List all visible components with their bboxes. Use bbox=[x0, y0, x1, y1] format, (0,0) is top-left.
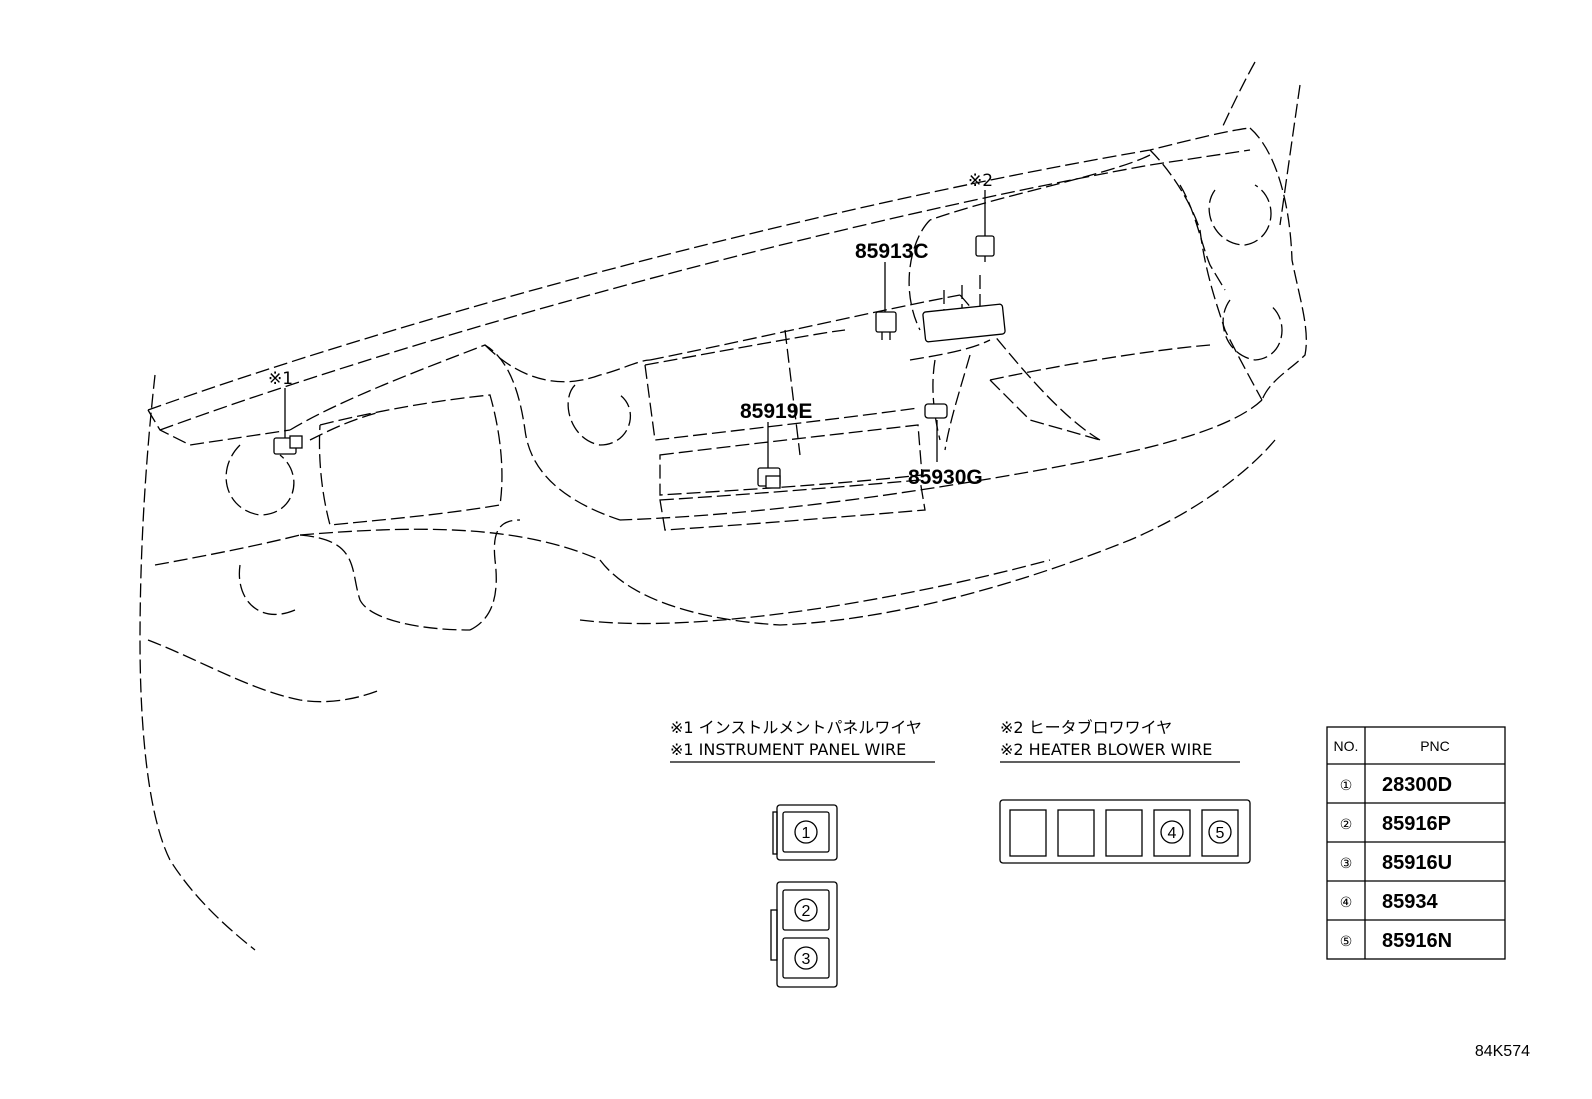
svg-text:85916N: 85916N bbox=[1382, 930, 1452, 952]
note2-jp: ※2 ヒータブロワワイヤ bbox=[1000, 718, 1172, 737]
relay-block-left-2: 2 3 bbox=[770, 881, 838, 988]
svg-text:①: ① bbox=[1340, 778, 1353, 794]
svg-text:④: ④ bbox=[1340, 895, 1353, 911]
relay-block-right: 4 5 bbox=[999, 799, 1251, 864]
svg-text:②: ② bbox=[1340, 817, 1353, 833]
part-85913C: 85913C bbox=[855, 240, 929, 340]
note1-en: ※1 INSTRUMENT PANEL WIRE bbox=[670, 740, 906, 759]
table-row: ④ 85934 bbox=[1340, 891, 1439, 913]
table-header-pnc: PNC bbox=[1420, 738, 1450, 754]
svg-text:28300D: 28300D bbox=[1382, 774, 1452, 796]
svg-text:85934: 85934 bbox=[1382, 891, 1438, 913]
svg-text:3: 3 bbox=[802, 951, 811, 968]
table-header-no: NO. bbox=[1334, 738, 1359, 754]
svg-text:85916P: 85916P bbox=[1382, 813, 1451, 835]
instrument-panel-outline bbox=[139, 61, 1307, 951]
svg-text:2: 2 bbox=[802, 903, 811, 920]
svg-text:4: 4 bbox=[1168, 825, 1177, 842]
label-85919E: 85919E bbox=[740, 400, 812, 423]
svg-text:⑤: ⑤ bbox=[1340, 934, 1353, 950]
part-85930G: 85930G bbox=[908, 403, 983, 489]
table-row: ① 28300D bbox=[1340, 774, 1452, 796]
svg-text:85916U: 85916U bbox=[1382, 852, 1452, 874]
relay-block-left-1: 1 bbox=[772, 804, 838, 861]
table-row: ⑤ 85916N bbox=[1340, 930, 1452, 952]
label-85930G: 85930G bbox=[908, 466, 983, 489]
part-85919E: 85919E bbox=[740, 400, 812, 489]
label-85913C: 85913C bbox=[855, 240, 929, 263]
label-mark-1: ※1 bbox=[268, 369, 293, 389]
notes: ※1 インストルメントパネルワイヤ ※1 INSTRUMENT PANEL WI… bbox=[670, 718, 1240, 763]
figure-code: 84K574 bbox=[1475, 1043, 1530, 1060]
label-mark-2: ※2 bbox=[968, 171, 993, 191]
svg-text:5: 5 bbox=[1216, 825, 1225, 842]
part-mark-1: ※1 bbox=[268, 369, 303, 455]
part-mark-2: ※2 bbox=[922, 171, 1006, 343]
note1-jp: ※1 インストルメントパネルワイヤ bbox=[670, 718, 922, 737]
svg-text:1: 1 bbox=[802, 825, 811, 842]
table-row: ③ 85916U bbox=[1340, 852, 1452, 874]
svg-text:③: ③ bbox=[1340, 856, 1353, 872]
table-row: ② 85916P bbox=[1340, 813, 1451, 835]
pnc-table: NO. PNC ① 28300D ② 85916P ③ 85916U ④ 859… bbox=[1326, 726, 1506, 960]
note2-en: ※2 HEATER BLOWER WIRE bbox=[1000, 740, 1212, 759]
